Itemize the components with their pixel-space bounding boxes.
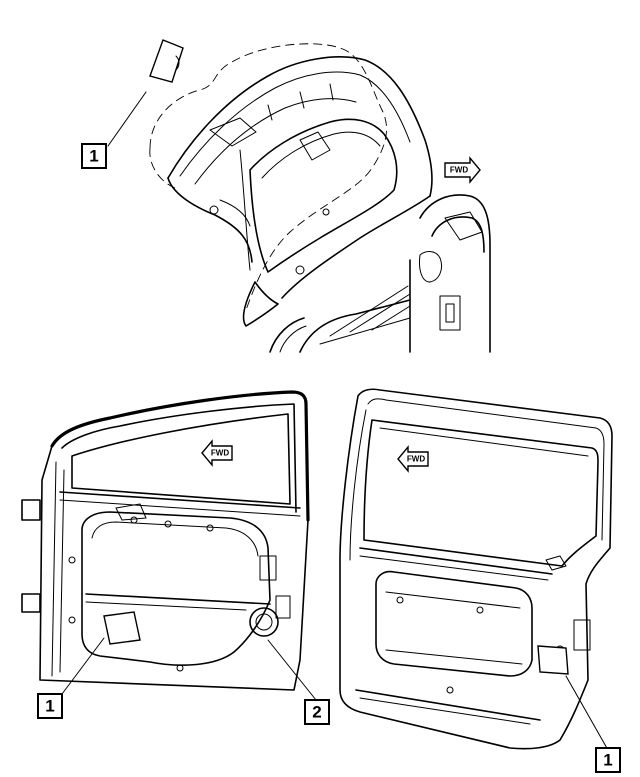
sliding-door-assembly: FWD 1 [339,388,621,773]
fwd-label-sliding-door: FWD [407,455,425,464]
leader-line-sliding-door [565,675,609,751]
callout-label-sliding-door: 1 [603,751,612,770]
callout-label-front-door-1: 1 [45,697,54,716]
fwd-label-liftgate: FWD [450,166,468,175]
leader-line-front-door-2 [267,639,317,701]
callout-label-front-door-2: 2 [312,703,321,722]
fwd-arrow-front-door: FWD [201,439,233,467]
fwd-label-front-door: FWD [211,449,229,458]
leader-line-liftgate [107,91,147,147]
callout-front-door-2: 2 [304,699,330,725]
fwd-arrow-sliding-door: FWD [397,445,429,473]
fwd-arrow-liftgate: FWD [444,156,481,184]
callout-label-liftgate: 1 [89,147,98,166]
liftgate-assembly: FWD 1 [81,39,491,353]
detached-panel-piece [149,39,184,83]
callout-sliding-door: 1 [595,747,621,773]
front-door-assembly: FWD 1 2 [21,390,330,725]
callout-front-door-1: 1 [37,693,63,719]
leader-line-front-door-1 [61,637,105,695]
callout-liftgate: 1 [81,143,107,169]
